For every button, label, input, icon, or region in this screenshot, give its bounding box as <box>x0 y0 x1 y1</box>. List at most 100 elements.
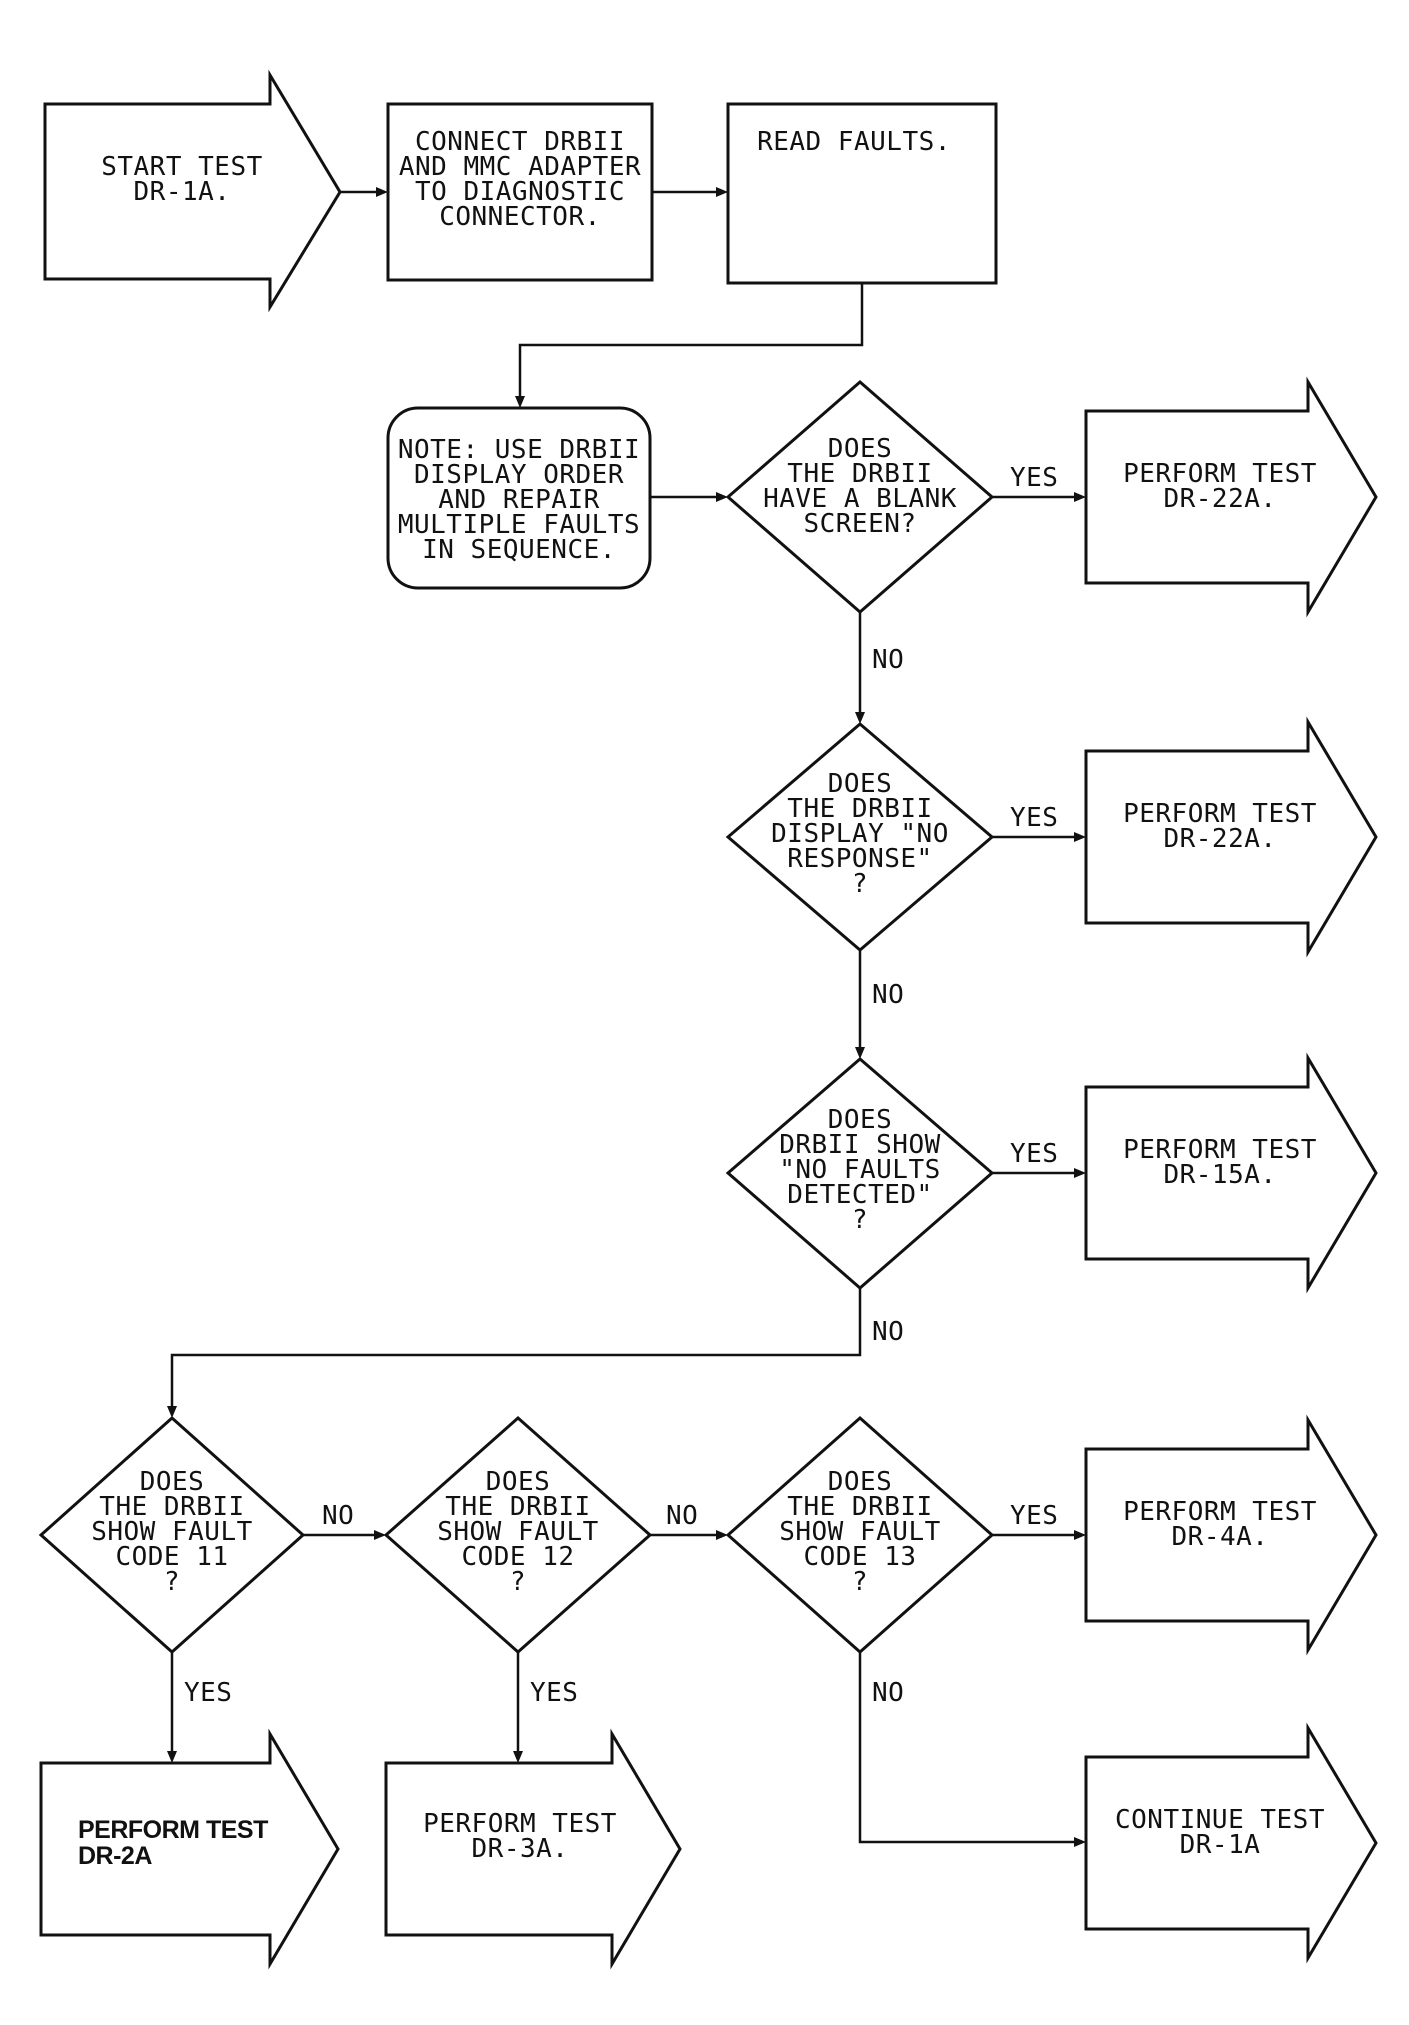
node-perform-test-dr-3a: PERFORM TEST DR-3A. <box>384 1728 682 1970</box>
node-text-line: THE DRBII <box>99 1492 244 1522</box>
node-text-line: START TEST <box>101 152 263 182</box>
node-text-line: DR-3A. <box>472 1834 569 1864</box>
arrowhead <box>716 492 728 502</box>
node-connect-drbii: CONNECT DRBII AND MMC ADAPTER TO DIAGNOS… <box>386 102 654 282</box>
node-text-line: PERFORM TEST <box>423 1809 617 1839</box>
edge-label-no: NO <box>872 645 904 675</box>
node-perform-test-dr-15a: PERFORM TEST DR-15A. <box>1084 1052 1378 1294</box>
node-text-line: DR-22A. <box>1163 824 1276 854</box>
node-text-line: SHOW FAULT <box>779 1517 941 1547</box>
connector-q-code13-no <box>858 1652 1080 1844</box>
node-text-line: SCREEN? <box>803 509 916 539</box>
arrowhead <box>1074 1530 1086 1540</box>
arrowhead <box>374 1530 386 1540</box>
node-perform-test-dr-4a: PERFORM TEST DR-4A. <box>1084 1414 1378 1656</box>
node-text-line: DOES <box>828 434 893 464</box>
arrowhead <box>167 1406 177 1418</box>
node-text-line: CODE 13 <box>803 1542 916 1572</box>
node-text-line: CONNECT DRBII <box>415 127 625 157</box>
edge-label-no: NO <box>872 980 904 1010</box>
connectors <box>167 187 1086 1847</box>
node-read-faults: READ FAULTS. <box>726 102 998 285</box>
edge-label-yes: YES <box>184 1678 232 1708</box>
decision-no-faults-detected: DOES DRBII SHOW "NO FAULTS DETECTED" ? <box>725 1057 995 1290</box>
node-perform-test-dr-2a: PERFORM TEST DR-2A <box>39 1728 340 1970</box>
node-text-line: DOES <box>828 1105 893 1135</box>
node-perform-test-dr-22a: PERFORM TEST DR-22A. <box>1084 376 1378 618</box>
node-text-line: AND REPAIR <box>438 485 600 515</box>
connector-read-to-note <box>518 283 864 402</box>
node-text-line: THE DRBII <box>787 1492 932 1522</box>
node-text-line: DR-1A. <box>134 177 231 207</box>
node-text-line: PERFORM TEST <box>1123 459 1317 489</box>
edge-label-yes: YES <box>1010 1139 1058 1169</box>
node-perform-test-dr-22a: PERFORM TEST DR-22A. <box>1084 716 1378 958</box>
node-note-display-order: NOTE: USE DRBII DISPLAY ORDER AND REPAIR… <box>386 406 652 590</box>
node-text-line: ? <box>852 869 868 899</box>
edge-label-yes: YES <box>1010 463 1058 493</box>
node-text-line: PERFORM TEST <box>1123 1135 1317 1165</box>
node-text-line: THE DRBII <box>445 1492 590 1522</box>
node-text-line: DOES <box>140 1467 205 1497</box>
arrowhead <box>1074 832 1086 842</box>
node-text-line: DOES <box>828 1467 893 1497</box>
node-text-line: DR-4A. <box>1172 1522 1269 1552</box>
node-continue-test-dr-1a: CONTINUE TEST DR-1A <box>1084 1722 1378 1964</box>
edge-label-no: NO <box>322 1501 354 1531</box>
node-text-line: PERFORM TEST <box>1123 799 1317 829</box>
edge-label-yes: YES <box>1010 1501 1058 1531</box>
node-text-line: DISPLAY "NO <box>771 819 949 849</box>
node-text-line: PERFORM TEST <box>78 1816 268 1844</box>
edge-label-yes: YES <box>530 1678 578 1708</box>
node-text-line: DR-15A. <box>1163 1160 1276 1190</box>
arrowhead <box>716 1530 728 1540</box>
arrowhead <box>716 187 728 197</box>
node-text-line: TO DIAGNOSTIC <box>415 177 625 207</box>
arrowhead <box>1074 1837 1086 1847</box>
arrowhead <box>855 712 865 724</box>
node-text-line: DR-22A. <box>1163 484 1276 514</box>
node-text-line: NOTE: USE DRBII <box>398 435 640 465</box>
node-text-line: THE DRBII <box>787 459 932 489</box>
node-text-line: DRBII SHOW <box>779 1130 941 1160</box>
node-start-test: START TEST DR-1A. <box>43 69 342 313</box>
edge-label-yes: YES <box>1010 803 1058 833</box>
node-text-line: DOES <box>828 769 893 799</box>
arrowhead <box>855 1047 865 1059</box>
node-text-line: ? <box>164 1567 180 1597</box>
node-text-line: CODE 11 <box>115 1542 228 1572</box>
decision-fault-code-11: DOES THE DRBII SHOW FAULT CODE 11 ? <box>38 1415 306 1655</box>
node-text-line: DR-1A <box>1180 1830 1261 1860</box>
connector-q-no-faults-no <box>170 1288 862 1412</box>
node-text-line: DISPLAY ORDER <box>414 460 624 490</box>
node-text-line: CODE 12 <box>461 1542 574 1572</box>
node-text-line: THE DRBII <box>787 794 932 824</box>
node-text-line: PERFORM TEST <box>1123 1497 1317 1527</box>
arrowhead <box>376 187 388 197</box>
decision-no-response: DOES THE DRBII DISPLAY "NO RESPONSE" ? <box>725 722 995 952</box>
node-text-line: "NO FAULTS <box>779 1155 941 1185</box>
node-text-line: SHOW FAULT <box>91 1517 253 1547</box>
arrowhead <box>513 1751 523 1763</box>
node-text-line: READ FAULTS. <box>757 127 951 157</box>
node-text-line: ? <box>852 1205 868 1235</box>
node-text-line: HAVE A BLANK <box>763 484 957 514</box>
node-text-line: SHOW FAULT <box>437 1517 599 1547</box>
edge-label-no: NO <box>666 1501 698 1531</box>
edge-label-no: NO <box>872 1678 904 1708</box>
node-text-line: RESPONSE" <box>787 844 932 874</box>
arrowhead <box>515 396 525 408</box>
decision-fault-code-13: DOES THE DRBII SHOW FAULT CODE 13 ? <box>725 1415 995 1655</box>
node-text-line: AND MMC ADAPTER <box>399 152 641 182</box>
node-text-line: DR-2A <box>78 1842 152 1870</box>
edge-label-no: NO <box>872 1317 904 1347</box>
node-text-line: CONNECTOR. <box>439 202 601 232</box>
node-text-line: MULTIPLE FAULTS <box>398 510 640 540</box>
node-text-line: ? <box>510 1567 526 1597</box>
node-text-line: CONTINUE TEST <box>1115 1805 1325 1835</box>
node-text-line: DOES <box>486 1467 551 1497</box>
node-text-line: IN SEQUENCE. <box>422 535 616 565</box>
node-text-line: ? <box>852 1567 868 1597</box>
node-text-line: DETECTED" <box>787 1180 932 1210</box>
